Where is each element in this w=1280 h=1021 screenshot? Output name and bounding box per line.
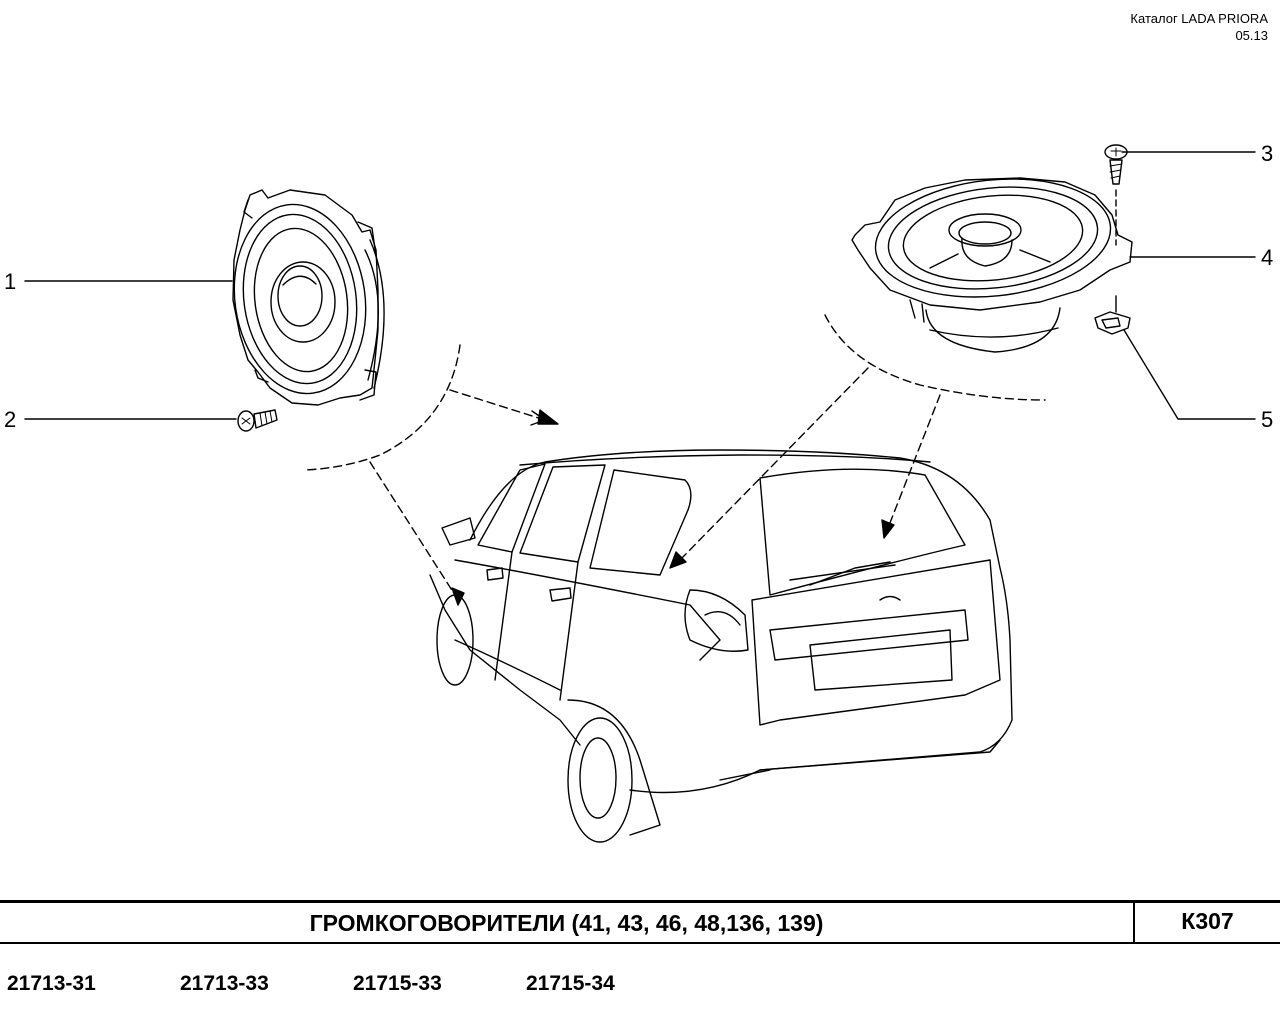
callout-4: 4 (1261, 245, 1274, 270)
callout-1: 1 (4, 269, 17, 294)
callout-3: 3 (1261, 141, 1274, 166)
model-code: 21715-34 (526, 972, 615, 995)
title-divider (1133, 903, 1135, 942)
arrow-head (881, 519, 895, 539)
front-speaker-drawing (232, 189, 385, 406)
leader-line-5 (1123, 329, 1256, 420)
catalog-date: 05.13 (1235, 28, 1268, 43)
model-list: 21713-31 21713-33 21715-33 21715-34 (0, 972, 1280, 1002)
model-code: 21713-31 (7, 972, 96, 995)
car-drawing (429, 449, 1013, 843)
screw-3-drawing (1104, 144, 1128, 246)
title-band: ГРОМКОГОВОРИТЕЛИ (41, 43, 46, 48,136, 13… (0, 900, 1280, 944)
arrow-head (451, 587, 465, 606)
front-mount-indicator (304, 344, 546, 596)
page-title: ГРОМКОГОВОРИТЕЛИ (41, 43, 46, 48,136, 13… (309, 910, 824, 936)
callout-2: 2 (4, 407, 17, 432)
page-code: К307 (1181, 908, 1234, 934)
clip-5-drawing (1094, 295, 1131, 335)
model-code: 21713-33 (180, 972, 269, 995)
callout-5: 5 (1261, 407, 1274, 432)
model-code: 21715-33 (353, 972, 442, 995)
arrow-head (537, 409, 559, 425)
catalog-header: Каталог LADA PRIORA 05.13 (1130, 10, 1268, 44)
parts-diagram (24, 144, 1256, 843)
arrow-head (669, 551, 687, 569)
catalog-name: Каталог LADA PRIORA (1130, 11, 1268, 26)
rear-speaker-drawing (851, 177, 1133, 353)
screw-2-drawing (237, 409, 278, 432)
